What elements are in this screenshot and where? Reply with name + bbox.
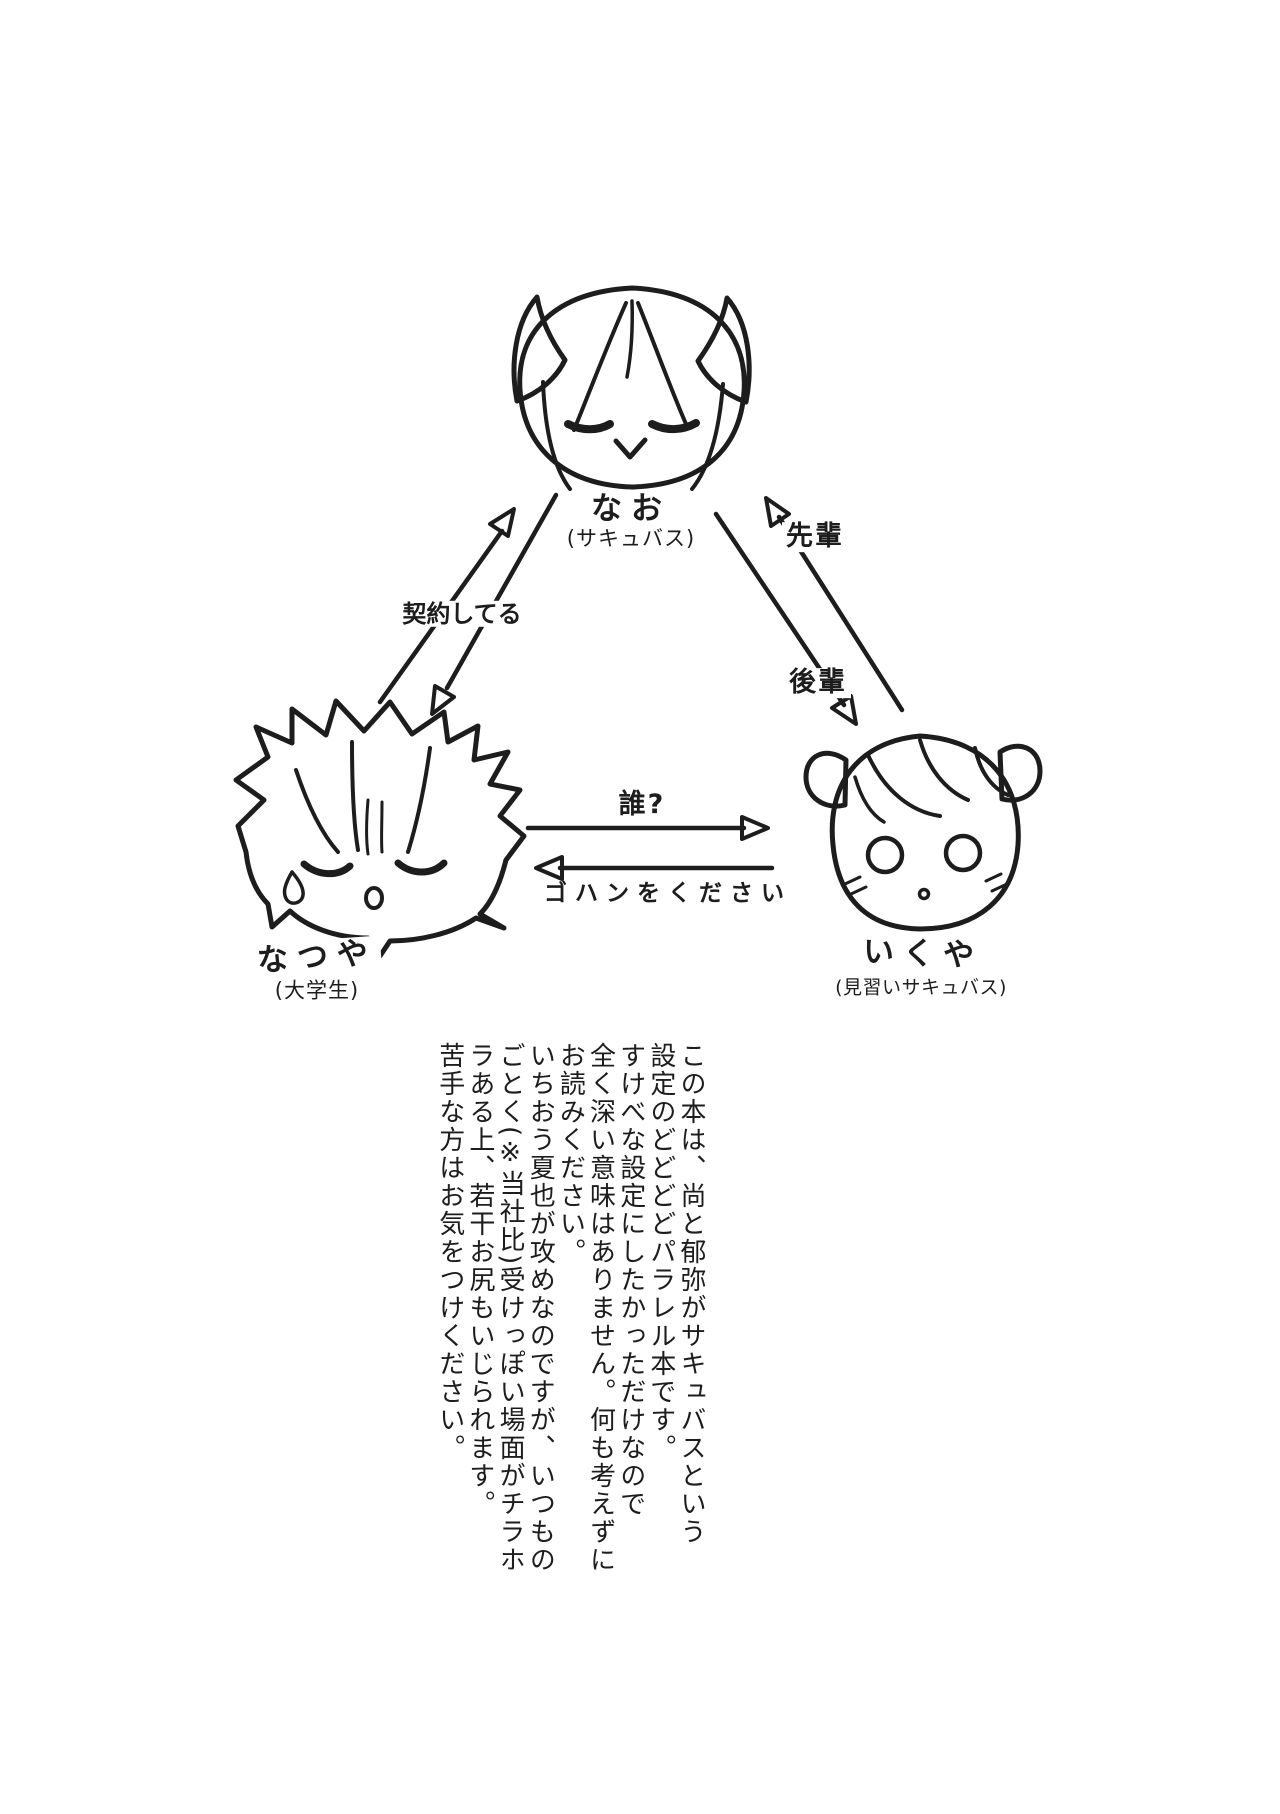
nao-bang-left <box>572 301 628 432</box>
author-note: この本は、尚と郁弥がサキュバスという 設定のどどどどパラレル本です。 すけべな設… <box>435 1042 706 1574</box>
ikuya-left-horn-icon <box>803 750 849 809</box>
note-column: 苦手な方はお気をつけください。 <box>434 1042 465 1462</box>
nao-sidelock-left <box>541 380 572 491</box>
nao-eye-left-icon <box>564 420 614 434</box>
ikuya-eye-right-icon <box>943 833 983 873</box>
natsuya-role-label: (大学生) <box>270 979 364 1003</box>
nao-bang-center <box>625 299 634 379</box>
arrow-line <box>444 492 559 691</box>
who-label: 誰? <box>614 790 670 820</box>
arrowhead-down-icon <box>430 684 456 716</box>
note-column: ラある上、若干お尻もいじられます。 <box>464 1042 495 1518</box>
arrowhead-upleft-icon <box>764 496 791 528</box>
natsuya-head <box>233 698 527 959</box>
arrowhead-left-icon <box>534 855 564 881</box>
ikuya-bang-right <box>973 746 1010 797</box>
natsuya-bang-left <box>294 768 340 854</box>
nao-head <box>517 285 747 490</box>
note-column: いちおう夏也が攻めなのですが、いつもの <box>525 1042 556 1574</box>
natsuya-mouth-icon <box>364 886 384 910</box>
food-label: ゴハンをください <box>540 881 796 907</box>
arrow-who <box>525 815 770 841</box>
ikuya-blush-right-icon <box>984 872 1009 893</box>
ikuya-role-label: (見習いサキュバス) <box>831 977 1011 999</box>
arrowhead-right-icon <box>740 815 770 841</box>
ikuya-mouth-icon <box>917 887 931 901</box>
ikuya-bang-mid <box>918 738 970 802</box>
ikuya-bang-left <box>866 753 942 818</box>
nao-bang-right <box>636 301 688 426</box>
note-column: お読みください。 <box>555 1042 586 1266</box>
note-column: ごとく(※当社比)受けっぽい場面がチラホ <box>495 1042 526 1575</box>
arrow-contract-down <box>430 492 559 716</box>
nao-left-horn-icon <box>511 294 568 404</box>
note-column: すけべな設定にしたかっただけなので <box>615 1042 646 1518</box>
ikuya-name-label: いくや <box>858 934 988 974</box>
nao-mouth-icon <box>613 437 648 460</box>
nao-name-label: なお <box>587 492 675 526</box>
natsuya-strand-1 <box>365 798 370 856</box>
note-column: 設定のどどどどパラレル本です。 <box>645 1042 676 1462</box>
arrow-food <box>534 855 775 881</box>
ikuya-eye-left-icon <box>865 835 905 875</box>
arrowhead-downright-icon <box>830 694 858 726</box>
natsuya-bang-right <box>406 746 432 854</box>
ikuya-blush-left-icon <box>843 875 868 896</box>
ikuya-strand <box>853 775 886 824</box>
note-column: この本は、尚と郁弥がサキュバスという <box>676 1042 706 1546</box>
natsuya-portrait <box>233 698 527 959</box>
contract-label: 契約してる <box>398 600 526 627</box>
nao-eye-right-icon <box>648 419 700 434</box>
kouhai-label: 後輩 <box>785 668 851 698</box>
ikuya-portrait <box>803 733 1043 932</box>
arrowhead-up-icon <box>488 507 516 538</box>
natsuya-sweatdrop-icon <box>282 870 305 905</box>
natsuya-eye-left-icon <box>300 860 354 878</box>
natsuya-bang-mid <box>350 740 360 852</box>
nao-role-label: (サキュバス) <box>562 527 700 551</box>
senpai-label: 先輩 <box>782 522 848 552</box>
nao-portrait <box>511 285 752 491</box>
nao-sidelock-right <box>690 382 725 491</box>
note-column: 全く深い意味はありません。何も考えずに <box>585 1042 616 1574</box>
natsuya-eye-right-icon <box>394 859 448 876</box>
